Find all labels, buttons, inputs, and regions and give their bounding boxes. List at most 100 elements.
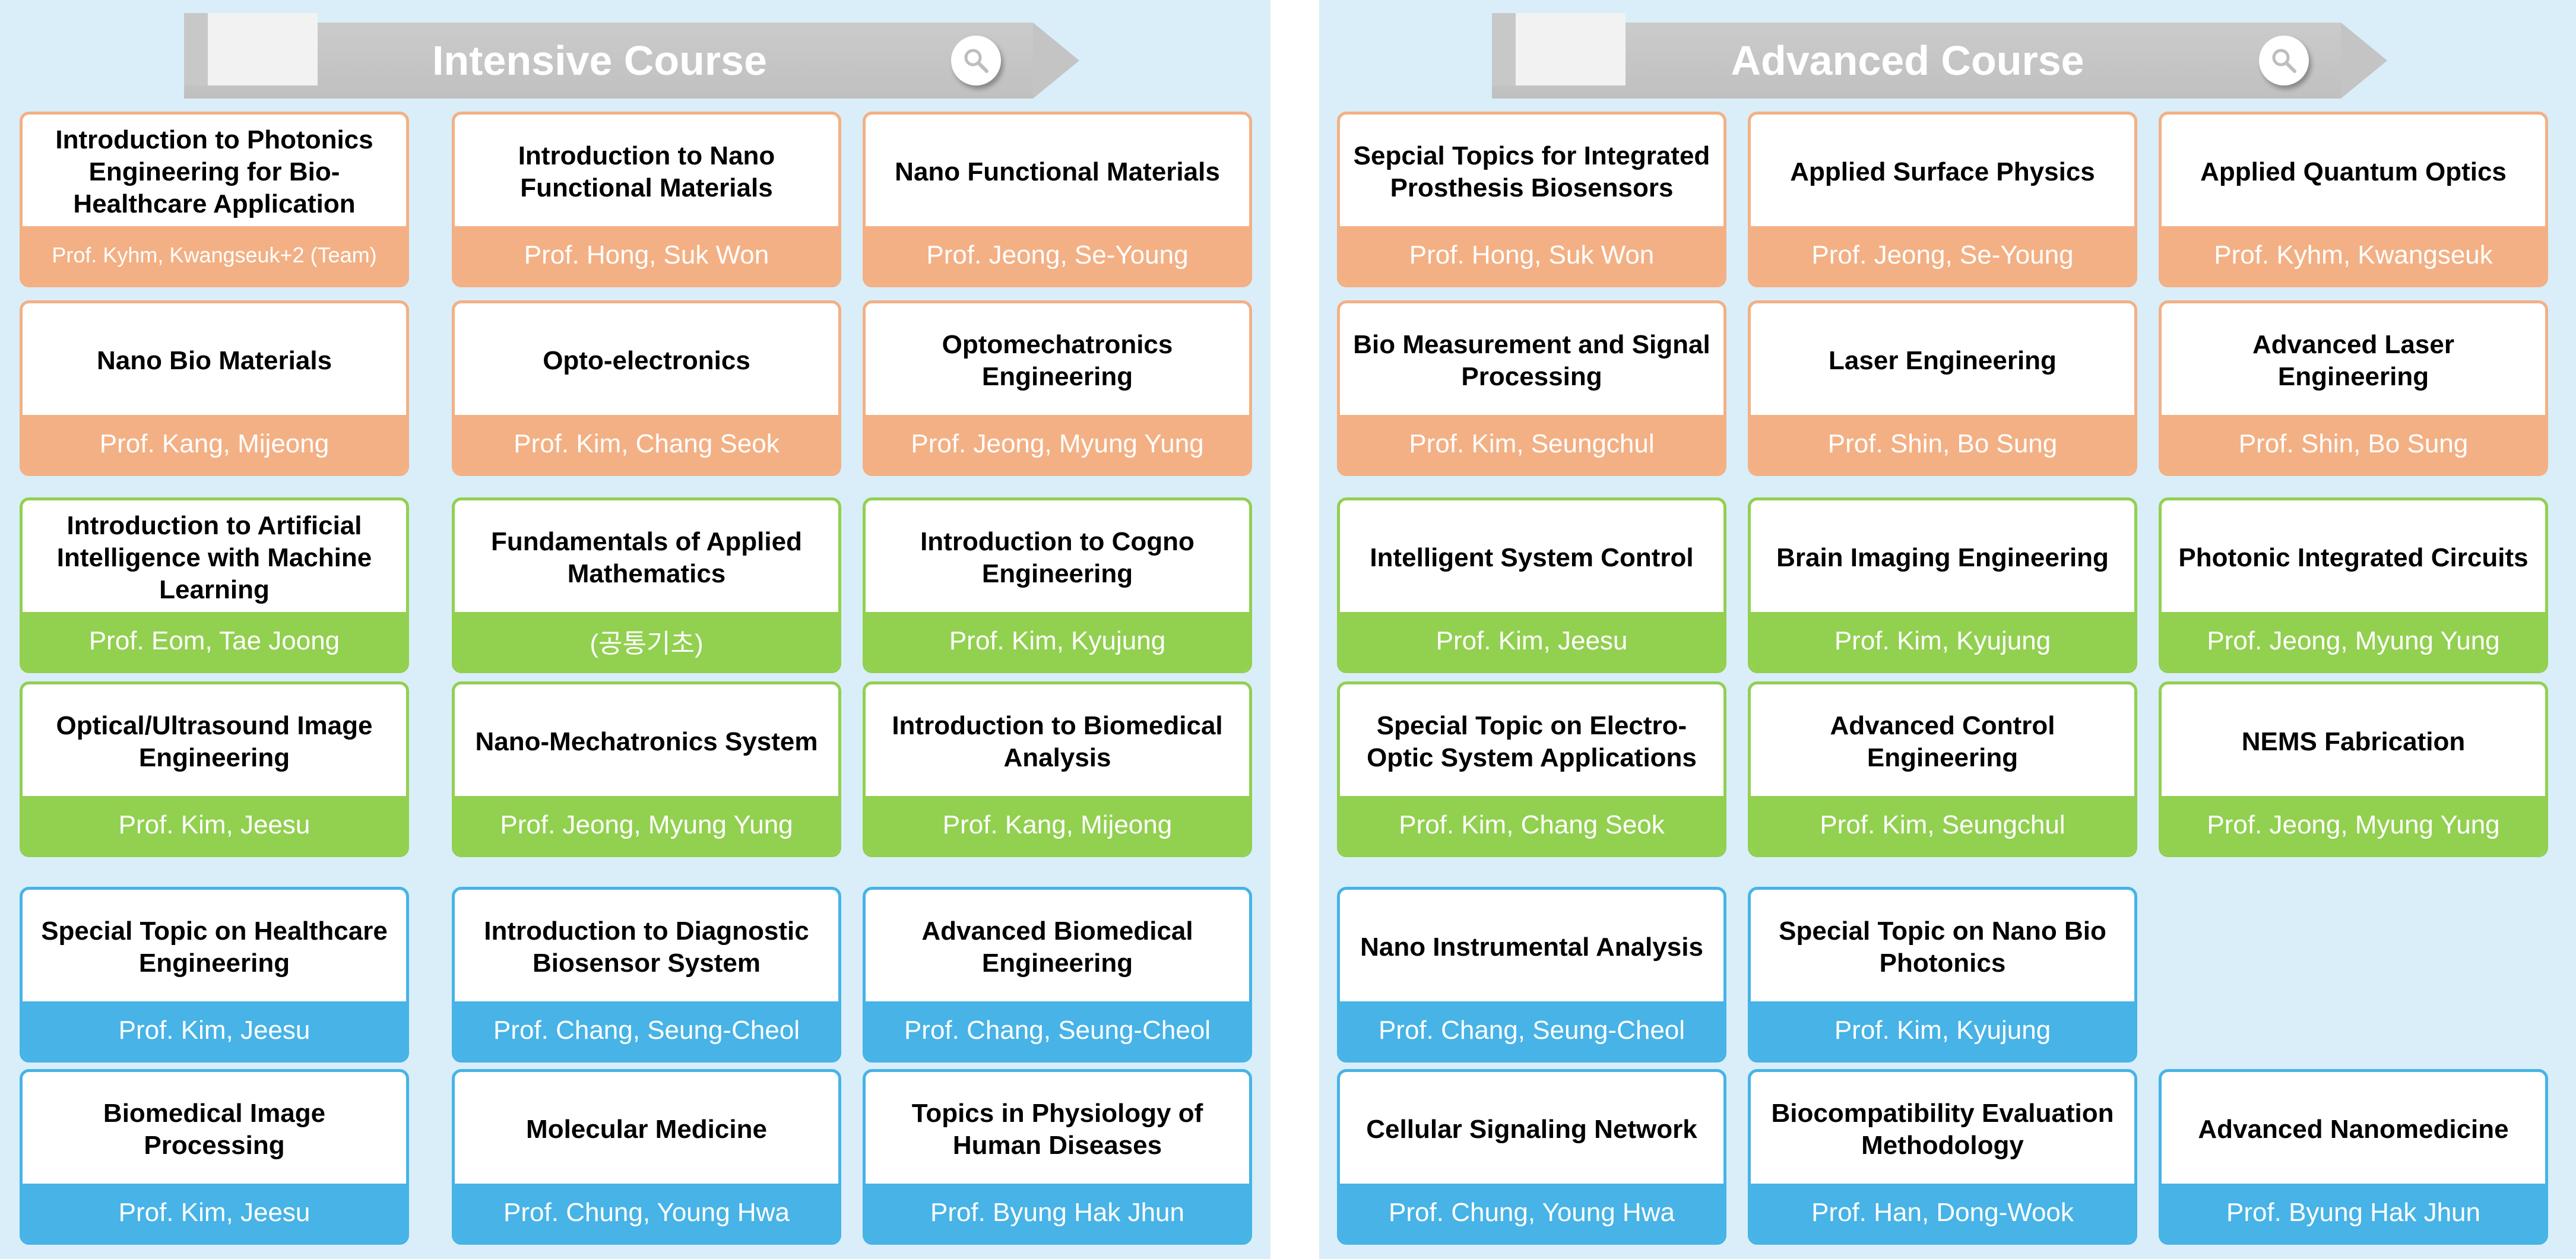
course-professor: Prof. Han, Dong-Wook [1751,1184,2134,1242]
course-title: Applied Surface Physics [1790,157,2095,186]
course-professor: Prof. Kim, Kyujung [866,612,1249,670]
course-title: Introduction to Cogno Engineering [920,527,1194,588]
course-title: Special Topic on Nano Bio Photonics [1779,916,2106,978]
course-professor: Prof. Kim, Kyujung [1751,1001,2134,1060]
course-card[interactable]: Introduction to Diagnostic Biosensor Sys… [452,887,841,1063]
course-title: Introduction to Nano Functional Material… [518,141,775,202]
course-professor: Prof. Eom, Tae Joong [23,612,406,670]
course-title: Biocompatibility Evaluation Methodology [1771,1098,2114,1160]
course-title: Advanced Control Engineering [1830,711,2055,772]
course-professor: Prof. Chung, Young Hwa [455,1184,838,1242]
course-title: Nano-Mechatronics System [475,727,818,756]
course-professor: Prof. Byung Hak Jhun [2162,1184,2545,1242]
course-professor: Prof. Kang, Mijeong [23,415,406,473]
panel-title: Intensive Course [432,37,768,84]
course-professor: Prof. Byung Hak Jhun [866,1184,1249,1242]
course-professor: Prof. Jeong, Myung Yung [2162,796,2545,854]
course-title: Intelligent System Control [1370,543,1694,572]
panel-title: Advanced Course [1731,37,2084,84]
course-title: Introduction to Biomedical Analysis [892,711,1223,772]
course-professor: Prof. Hong, Suk Won [455,226,838,284]
course-professor: Prof. Shin, Bo Sung [1751,415,2134,473]
banner-arrow [1033,23,1079,99]
course-card[interactable]: Fundamentals of Applied Mathematics (공통기초… [452,497,841,673]
course-title: Advanced Nanomedicine [2198,1114,2509,1144]
intensive-course-panel: Intensive Course Introduction to Photoni… [0,0,1270,1259]
course-title: Nano Functional Materials [895,157,1220,186]
course-card[interactable]: Introduction to Artificial Intelligence … [20,497,409,673]
course-professor: Prof. Chang, Seung-Cheol [866,1001,1249,1060]
course-title: Introduction to Artificial Intelligence … [56,510,372,604]
course-professor: Prof. Kim, Jeesu [23,796,406,854]
course-title: Optomechatronics Engineering [942,329,1173,391]
course-title: NEMS Fabrication [2241,727,2466,756]
course-professor: Prof. Kim, Chang Seok [455,415,838,473]
course-professor: Prof. Jeong, Se-Young [866,226,1249,284]
course-professor: Prof. Chang, Seung-Cheol [455,1001,838,1060]
course-title: Brain Imaging Engineering [1776,543,2109,572]
course-professor: Prof. Kyhm, Kwangseuk+2 (Team) [23,226,406,284]
course-title: Fundamentals of Applied Mathematics [491,527,802,588]
course-professor: Prof. Kim, Kyujung [1751,612,2134,670]
course-professor: Prof. Kim, Jeesu [1340,612,1723,670]
course-title: Biomedical Image Processing [103,1098,326,1160]
course-professor: Prof. Jeong, Myung Yung [2162,612,2545,670]
course-professor: Prof. Hong, Suk Won [1340,226,1723,284]
course-professor: Prof. Kim, Jeesu [23,1001,406,1060]
course-professor: Prof. Kang, Mijeong [866,796,1249,854]
course-professor: Prof. Shin, Bo Sung [2162,415,2545,473]
course-card[interactable]: Introduction to Photonics Engineering fo… [20,112,409,287]
course-title: Nano Instrumental Analysis [1360,932,1703,962]
course-title: Molecular Medicine [526,1114,767,1144]
course-professor: Prof. Kyhm, Kwangseuk [2162,226,2545,284]
course-professor: Prof. Kim, Seungchul [1340,415,1723,473]
course-title: Laser Engineering [1829,345,2057,375]
course-title: Photonic Integrated Circuits [2178,543,2529,572]
course-title: Introduction to Photonics Engineering fo… [55,125,373,218]
course-card[interactable]: Sepcial Topics for Integrated Prosthesis… [1337,112,1726,287]
search-icon[interactable] [951,36,1001,85]
course-professor: Prof. Jeong, Se-Young [1751,226,2134,284]
course-card[interactable]: Introduction to Nano Functional Material… [452,112,841,287]
advanced-course-header: Advanced Course [1492,13,2387,99]
search-icon[interactable] [2259,36,2309,85]
course-title: Advanced Laser Engineering [2252,329,2454,391]
course-professor: Prof. Kim, Jeesu [23,1184,406,1242]
banner-tab [1492,13,1626,85]
course-professor: Prof. Chang, Seung-Cheol [1340,1001,1723,1060]
course-card[interactable]: Special Topic on Electro-Optic System Ap… [1337,681,1726,857]
course-title: Advanced Biomedical Engineering [921,916,1193,978]
banner-bar [184,23,1033,99]
course-professor: Prof. Kim, Chang Seok [1340,796,1723,854]
course-professor: Prof. Jeong, Myung Yung [455,796,838,854]
course-professor: (공통기초) [455,612,838,670]
